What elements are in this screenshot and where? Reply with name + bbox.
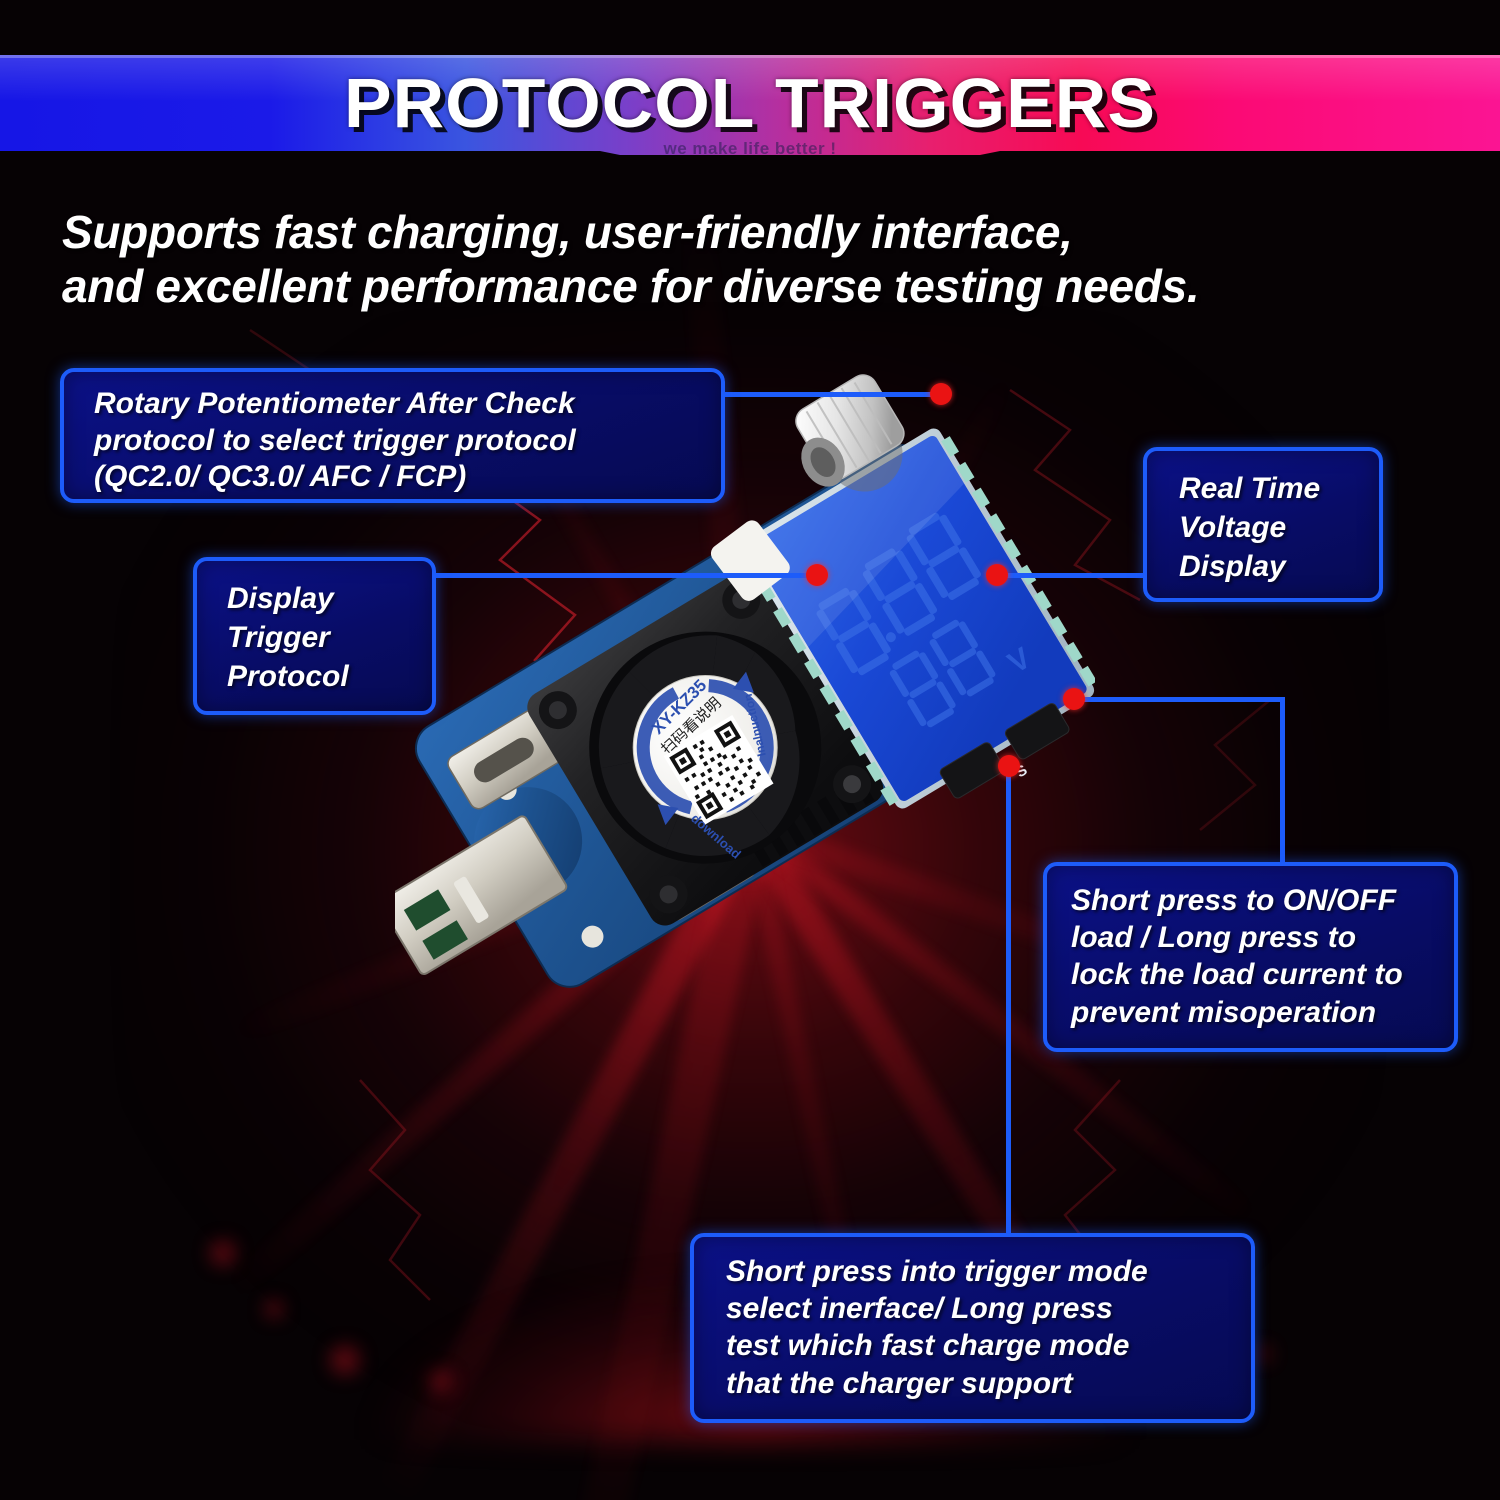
callout-trigger-mode-button[interactable]: Short press into trigger mode select ine…	[690, 1233, 1255, 1423]
marker-dot-rotary	[930, 383, 952, 405]
leader-line-rotary	[723, 392, 938, 397]
product-photo-usb-load-tester: - + SS	[395, 374, 1095, 988]
subtitle-line-1: Supports fast charging, user-friendly in…	[62, 206, 1073, 258]
callout-onoff-line-4: prevent misoperation	[1071, 995, 1377, 1029]
subtitle-block: Supports fast charging, user-friendly in…	[62, 206, 1462, 314]
callout-real-time-voltage[interactable]: Real Time Voltage Display	[1143, 447, 1383, 602]
callout-trigger-line-2: select inerface/ Long press	[726, 1292, 1113, 1326]
callout-onoff-line-1: Short press to ON/OFF	[1071, 884, 1397, 917]
leader-line-onoff-h	[1075, 697, 1285, 702]
leader-line-voltage	[996, 573, 1146, 578]
push-buttons: S	[939, 703, 1070, 799]
callout-trigger-line-1: Short press into trigger mode	[726, 1255, 1148, 1288]
banner-top-edge	[0, 55, 1500, 58]
callout-display-line-1: Display	[227, 582, 334, 615]
leader-line-onoff-v	[1280, 697, 1285, 865]
fan-hub-sticker: XY-KZ35 扫码看说明	[632, 671, 778, 862]
ember-spark	[210, 1240, 236, 1266]
ember-spark	[330, 1345, 360, 1375]
ember-spark	[1255, 1345, 1273, 1363]
marker-dot-trigger	[998, 755, 1020, 777]
callout-rotary-line-2: protocol to select trigger protocol	[94, 423, 576, 457]
callout-voltage-line-2: Voltage	[1179, 511, 1287, 544]
callout-voltage-line-3: Display	[1179, 550, 1286, 583]
header-banner: we make life better ! PROTOCOL TRIGGERS	[0, 55, 1500, 158]
callout-display-trigger-protocol[interactable]: Display Trigger Protocol	[193, 557, 436, 715]
callout-rotary-line-3: (QC2.0/ QC3.0/ AFC / FCP)	[94, 460, 467, 494]
callout-rotary-line-1: Rotary Potentiometer After Check	[94, 387, 575, 420]
banner-tagline: we make life better !	[663, 139, 837, 158]
leader-line-display	[434, 573, 816, 578]
callout-rotary-potentiometer[interactable]: Rotary Potentiometer After Check protoco…	[60, 368, 725, 503]
white-standoff	[710, 520, 790, 601]
marker-dot-voltage	[986, 564, 1008, 586]
callout-trigger-line-3: test which fast charge mode	[726, 1329, 1130, 1363]
lcd-display-module: V	[742, 428, 1095, 809]
rotary-potentiometer	[795, 374, 905, 492]
subtitle-line-2: and excellent performance for diverse te…	[62, 259, 1200, 312]
banner-sheen	[0, 55, 1500, 101]
callout-onoff-line-3: lock the load current to	[1071, 958, 1403, 992]
callout-trigger-line-4: that the charger support	[726, 1366, 1073, 1400]
callout-display-line-3: Protocol	[227, 660, 349, 693]
ember-spark	[265, 1300, 283, 1318]
callout-display-line-2: Trigger	[227, 621, 330, 654]
usb-a-plug	[395, 815, 568, 975]
marker-dot-onoff	[1063, 688, 1085, 710]
lcd-segments: V	[816, 512, 1037, 728]
callout-onoff-line-2: load / Long press to	[1071, 921, 1357, 955]
leader-line-trigger-v	[1006, 765, 1011, 1237]
marker-dot-display	[806, 564, 828, 586]
banner-gradient	[0, 55, 1500, 155]
page-title: PROTOCOL TRIGGERS	[343, 64, 1157, 142]
callout-voltage-line-1: Real Time	[1179, 472, 1321, 505]
callout-onoff-load-button[interactable]: Short press to ON/OFF load / Long press …	[1043, 862, 1458, 1052]
qr-code	[663, 714, 774, 825]
cooling-fan-assembly: XY-KZ35 扫码看说明	[527, 569, 884, 926]
